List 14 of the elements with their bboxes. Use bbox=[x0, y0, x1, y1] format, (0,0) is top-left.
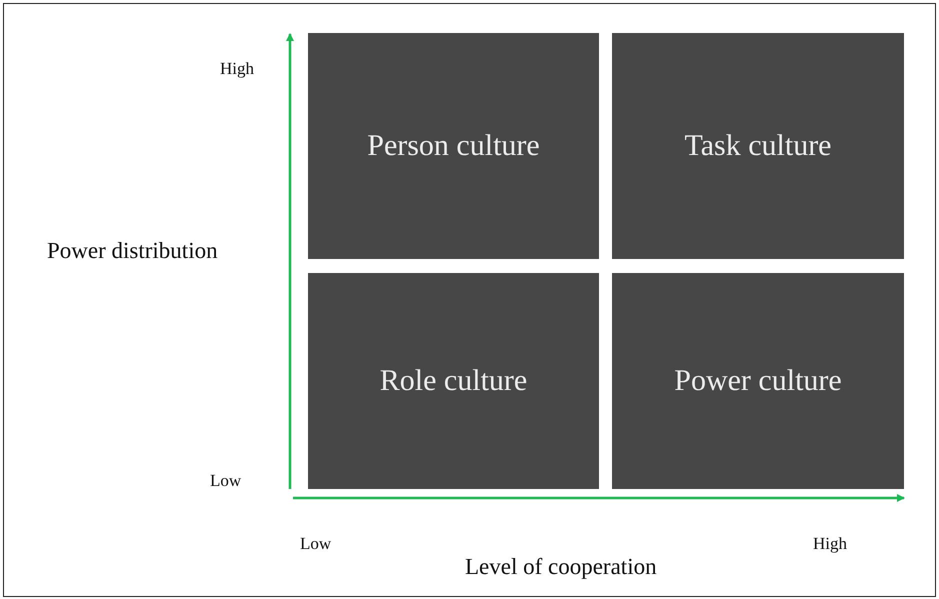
axis-label: Low bbox=[300, 534, 332, 554]
axis-label: High bbox=[220, 59, 254, 79]
quadrant-label: Role culture bbox=[380, 364, 528, 398]
axis-label: High bbox=[813, 534, 847, 554]
quadrant-box bbox=[308, 273, 599, 489]
axis-label: Low bbox=[210, 471, 242, 491]
quadrant-label: Person culture bbox=[367, 129, 540, 163]
axis-label: Power distribution bbox=[47, 238, 218, 264]
quadrant-box bbox=[612, 273, 904, 489]
quadrant-box bbox=[612, 33, 904, 259]
quadrant-box bbox=[308, 33, 599, 259]
quadrant-label: Task culture bbox=[684, 129, 832, 163]
axis-label: Level of cooperation bbox=[465, 554, 657, 580]
quadrant-label: Power culture bbox=[674, 364, 842, 398]
